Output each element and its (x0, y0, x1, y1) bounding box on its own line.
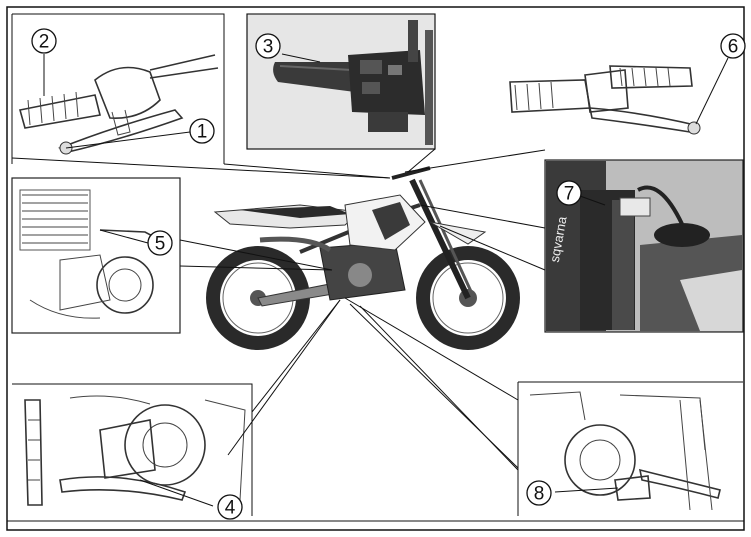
callout-8-label: 8 (534, 484, 545, 505)
front-brake-lever-panel (509, 65, 701, 135)
shift-lever-panel (12, 384, 252, 516)
callout-7-label: 7 (564, 184, 575, 205)
motorcycle-illustration (206, 166, 520, 350)
callout-5: 5 (147, 230, 173, 256)
callout-3-label: 3 (263, 37, 274, 58)
callout-3: 3 (255, 33, 281, 59)
leader-lines (11, 13, 743, 516)
callout-2-label: 2 (39, 32, 50, 53)
callout-4-label: 4 (225, 498, 236, 519)
callout-4: 4 (217, 494, 243, 520)
engine-left-panel (11, 177, 181, 334)
rear-brake-pedal-panel (518, 382, 743, 516)
callout-6-label: 6 (728, 37, 739, 58)
callout-7: 7 (556, 180, 582, 206)
callout-1: 1 (189, 118, 215, 144)
callout-1-label: 1 (197, 122, 208, 143)
callout-6: 6 (720, 33, 746, 59)
callout-8: 8 (526, 480, 552, 506)
handlebar-switch-panel (246, 13, 436, 150)
fuel-tank-cap-panel: sqvarna (544, 159, 744, 333)
callout-2: 2 (31, 28, 57, 54)
callout-5-label: 5 (155, 234, 166, 255)
